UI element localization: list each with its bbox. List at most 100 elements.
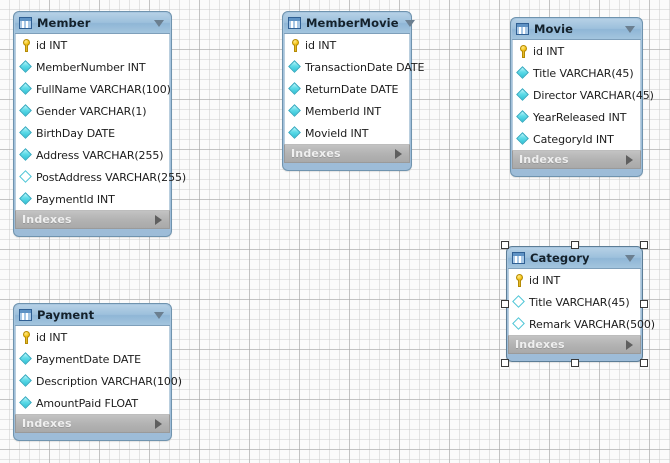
- indexes-label: Indexes: [22, 417, 72, 430]
- column-label: id INT: [533, 44, 565, 58]
- column-row[interactable]: id INT: [16, 326, 169, 348]
- key-icon: [517, 44, 530, 58]
- column-label: MovieId INT: [305, 126, 369, 140]
- column-row[interactable]: id INT: [509, 269, 640, 291]
- column-label: id INT: [36, 330, 68, 344]
- resize-handle-w[interactable]: [501, 300, 509, 308]
- column-row[interactable]: Title VARCHAR(45): [513, 62, 640, 84]
- column-label: YearReleased INT: [533, 110, 627, 124]
- column-label: MemberId INT: [305, 104, 381, 118]
- chevron-right-icon[interactable]: [155, 214, 162, 225]
- column-label: PostAddress VARCHAR(255): [36, 170, 187, 184]
- column-label: BirthDay DATE: [36, 126, 115, 140]
- column-row[interactable]: PaymentDate DATE: [16, 348, 169, 370]
- column-label: id INT: [36, 38, 68, 52]
- column-row[interactable]: id INT: [513, 40, 640, 62]
- column-row[interactable]: YearReleased INT: [513, 106, 640, 128]
- column-row[interactable]: Director VARCHAR(45): [513, 84, 654, 106]
- key-icon: [20, 330, 33, 344]
- column-label: PaymentId INT: [36, 192, 115, 206]
- chevron-down-icon[interactable]: [404, 19, 415, 27]
- resize-handle-s[interactable]: [570, 359, 579, 367]
- table-node-movie[interactable]: Movie id INT Title VARCHAR(45) Director VAR…: [510, 17, 654, 177]
- chevron-right-icon[interactable]: [626, 339, 633, 350]
- table-node-category[interactable]: Category id INT Title VARCHAR(45) Remark VA…: [506, 246, 655, 362]
- column-label: Remark VARCHAR(500): [529, 317, 656, 331]
- diamond-icon: [517, 67, 530, 80]
- diamond-icon: [289, 83, 302, 96]
- column-row[interactable]: TransactionDate DATE: [285, 56, 424, 78]
- column-row[interactable]: AmountPaid FLOAT: [16, 392, 169, 414]
- table-columns-category: id INT Title VARCHAR(45) Remark VARCHAR(50…: [508, 269, 655, 335]
- table-header-payment[interactable]: Payment: [15, 305, 170, 326]
- key-icon: [20, 38, 33, 52]
- table-header-member[interactable]: Member: [15, 13, 170, 34]
- column-label: ReturnDate DATE: [305, 82, 399, 96]
- column-row[interactable]: BirthDay DATE: [16, 122, 169, 144]
- diamond-icon: [20, 127, 33, 140]
- diamond-outline-icon: [513, 296, 526, 309]
- diamond-icon: [20, 353, 33, 366]
- column-row[interactable]: ReturnDate DATE: [285, 78, 409, 100]
- column-label: Director VARCHAR(45): [533, 88, 654, 102]
- column-label: AmountPaid FLOAT: [36, 396, 138, 410]
- column-row[interactable]: Remark VARCHAR(500): [509, 313, 655, 335]
- resize-handle-nw[interactable]: [501, 241, 509, 249]
- column-row[interactable]: Gender VARCHAR(1): [16, 100, 169, 122]
- diamond-icon: [20, 397, 33, 410]
- chevron-down-icon[interactable]: [625, 254, 635, 262]
- table-indexes-section-category[interactable]: Indexes: [508, 335, 641, 354]
- table-icon: [19, 17, 32, 29]
- table-header-membermovie[interactable]: MemberMovie: [284, 13, 415, 34]
- column-row[interactable]: Address VARCHAR(255): [16, 144, 169, 166]
- resize-handle-sw[interactable]: [501, 359, 509, 367]
- table-header-movie[interactable]: Movie: [512, 19, 641, 40]
- column-row[interactable]: id INT: [16, 34, 169, 56]
- table-indexes-section-payment[interactable]: Indexes: [15, 414, 170, 433]
- column-row[interactable]: id INT: [285, 34, 409, 56]
- table-node-payment[interactable]: Payment id INT PaymentDate DATE Description…: [13, 303, 182, 441]
- table-indexes-section-movie[interactable]: Indexes: [512, 150, 641, 169]
- table-header-category[interactable]: Category: [508, 248, 641, 269]
- column-label: Title VARCHAR(45): [533, 66, 634, 80]
- column-row[interactable]: PostAddress VARCHAR(255): [16, 166, 186, 188]
- chevron-down-icon[interactable]: [154, 311, 164, 319]
- indexes-label: Indexes: [291, 147, 341, 160]
- table-indexes-section-membermovie[interactable]: Indexes: [284, 144, 410, 163]
- chevron-down-icon[interactable]: [625, 25, 635, 33]
- column-row[interactable]: MemberNumber INT: [16, 56, 169, 78]
- column-row[interactable]: CategoryId INT: [513, 128, 640, 150]
- column-row[interactable]: MemberId INT: [285, 100, 409, 122]
- chevron-right-icon[interactable]: [395, 148, 402, 159]
- resize-handle-se[interactable]: [640, 359, 648, 367]
- column-row[interactable]: FullName VARCHAR(100): [16, 78, 171, 100]
- column-row[interactable]: Description VARCHAR(100): [16, 370, 182, 392]
- table-title-movie: Movie: [534, 22, 574, 36]
- column-row[interactable]: PaymentId INT: [16, 188, 169, 210]
- diamond-icon: [517, 89, 530, 102]
- table-title-membermovie: MemberMovie: [306, 16, 399, 30]
- resize-handle-n[interactable]: [570, 241, 579, 249]
- column-label: CategoryId INT: [533, 132, 614, 146]
- diamond-icon: [289, 127, 302, 140]
- table-indexes-section-member[interactable]: Indexes: [15, 210, 170, 229]
- table-title-category: Category: [530, 251, 590, 265]
- column-row[interactable]: MovieId INT: [285, 122, 409, 144]
- column-label: Address VARCHAR(255): [36, 148, 164, 162]
- chevron-right-icon[interactable]: [626, 154, 633, 165]
- resize-handle-ne[interactable]: [640, 241, 648, 249]
- table-icon: [516, 23, 529, 35]
- table-icon: [288, 17, 301, 29]
- resize-handle-e[interactable]: [640, 300, 648, 308]
- chevron-down-icon[interactable]: [154, 19, 164, 27]
- column-label: Description VARCHAR(100): [36, 374, 182, 388]
- chevron-right-icon[interactable]: [155, 418, 162, 429]
- column-label: Gender VARCHAR(1): [36, 104, 147, 118]
- column-row[interactable]: Title VARCHAR(45): [509, 291, 640, 313]
- column-label: id INT: [529, 273, 561, 287]
